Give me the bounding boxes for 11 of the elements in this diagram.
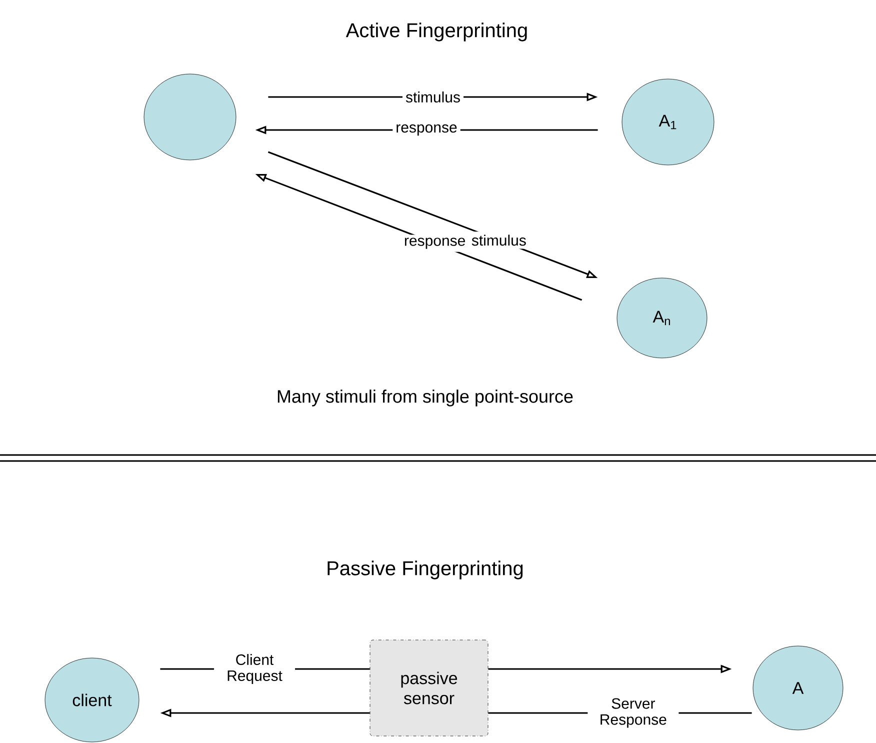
edge-label: Server Response — [588, 695, 679, 731]
edge-label: response — [392, 121, 460, 139]
heading: Passive Fingerprinting — [328, 560, 523, 580]
edge-label: stimulus — [468, 232, 530, 249]
host-circle — [144, 74, 236, 160]
heading: Active Fingerprinting — [346, 22, 527, 42]
sensor-box: passive sensor — [370, 640, 488, 736]
note: Many stimuli from single point-source — [278, 390, 573, 406]
edge-label: response — [400, 234, 469, 252]
edge-label: Client Request — [214, 651, 296, 687]
edge-label: stimulus — [402, 88, 464, 106]
